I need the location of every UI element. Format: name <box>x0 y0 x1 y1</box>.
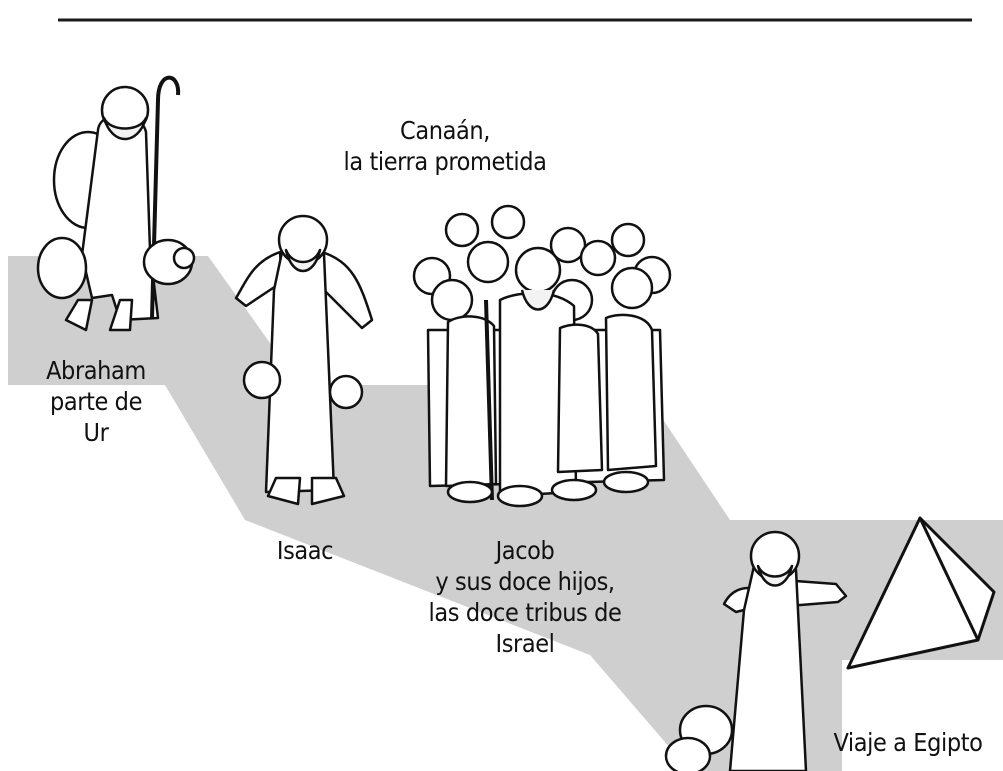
canaan-line-2: la tierra prometida <box>343 147 547 176</box>
egipto-label: Viaje a Egipto <box>818 727 998 758</box>
traveler-figure <box>664 530 848 771</box>
jacob-line-4: Israel <box>495 629 555 658</box>
abraham-line-1: Abraham <box>46 356 146 385</box>
abraham-line-2: parte de <box>49 387 143 416</box>
isaac-figure <box>234 214 374 506</box>
abraham-label: Abraham parte de Ur <box>26 355 166 448</box>
pyramid-figure <box>846 516 996 670</box>
egipto-line-1: Viaje a Egipto <box>833 728 983 757</box>
canaan-label: Canaán, la tierra prometida <box>300 115 590 177</box>
abraham-figure <box>36 75 196 332</box>
jacob-line-1: Jacob <box>495 536 555 565</box>
jacob-label: Jacob y sus doce hijos, las doce tribus … <box>400 535 650 659</box>
abraham-line-3: Ur <box>83 418 109 447</box>
isaac-line-1: Isaac <box>276 536 334 565</box>
canaan-line-1: Canaán, <box>400 116 490 145</box>
jacob-line-3: las doce tribus de <box>428 598 622 627</box>
jacob-group-figure <box>412 204 672 508</box>
isaac-label: Isaac <box>255 535 355 566</box>
jacob-line-2: y sus doce hijos, <box>435 567 615 596</box>
